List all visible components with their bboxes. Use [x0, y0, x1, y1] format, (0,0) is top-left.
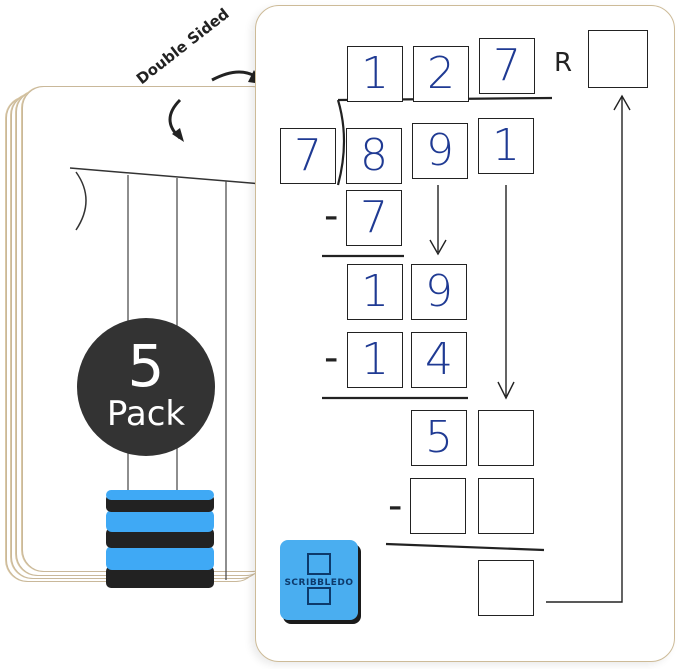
eraser-block-2 — [106, 510, 214, 532]
eraser-felt-3 — [106, 566, 214, 588]
quotient-digit: 1 — [347, 46, 403, 102]
minus-sign: - — [324, 193, 339, 239]
remainder-box — [588, 30, 648, 88]
empty-box — [478, 410, 534, 466]
quotient-digit: 2 — [413, 46, 469, 102]
subtract-digit: 7 — [346, 190, 402, 246]
dividend-digit: 9 — [412, 123, 468, 179]
empty-box — [410, 478, 466, 534]
pack-word: Pack — [106, 394, 186, 434]
eraser-felt-2 — [106, 528, 214, 548]
remainder-label: R — [554, 48, 573, 78]
quotient-digit: 7 — [479, 38, 535, 94]
carry-digit: 9 — [411, 264, 467, 320]
carry-digit: 1 — [347, 264, 403, 320]
minus-sign: - — [324, 335, 339, 381]
dividend-digit: 8 — [346, 128, 402, 184]
divisor-box: 7 — [280, 128, 336, 184]
empty-box — [478, 560, 534, 616]
brand-eraser: SCRIBBLEDO — [280, 540, 358, 620]
dividend-digit: 1 — [478, 118, 534, 174]
eraser-block-1 — [106, 490, 214, 500]
subtract-digit: 4 — [411, 332, 467, 388]
pack-count: 5 — [127, 332, 165, 400]
recycle-arrows-icon — [307, 553, 331, 605]
empty-box — [478, 478, 534, 534]
brand-name: SCRIBBLEDO — [284, 578, 354, 588]
carry-digit: 5 — [411, 410, 467, 466]
subtract-digit: 1 — [347, 332, 403, 388]
five-pack-badge: 5 Pack — [77, 318, 215, 456]
eraser-block-3 — [106, 546, 214, 570]
minus-sign: - — [388, 483, 403, 529]
